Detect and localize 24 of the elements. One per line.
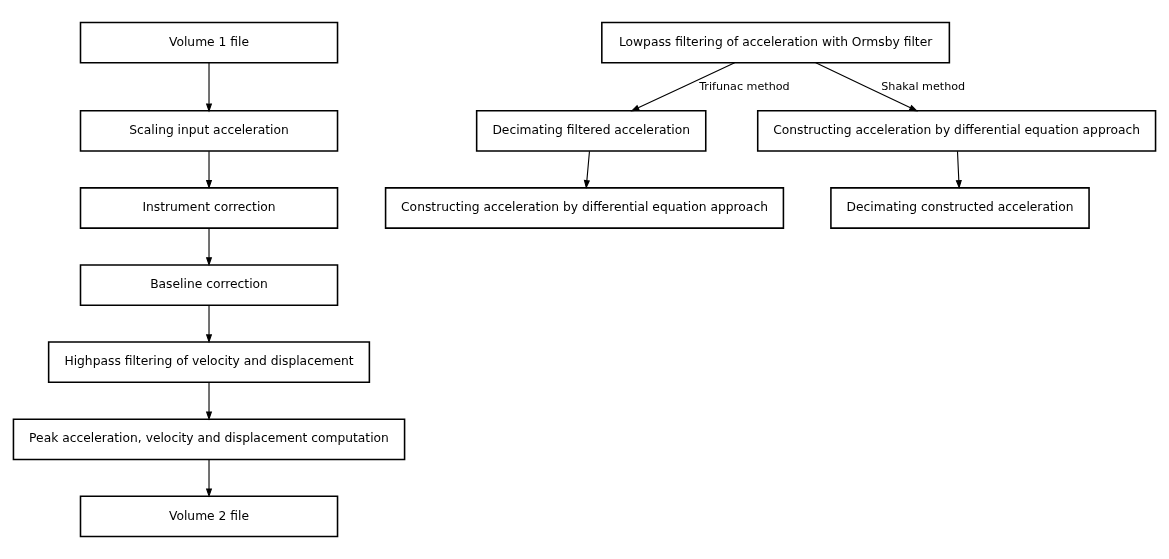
node-box: Lowpass filtering of acceleration with Ormsby filter: [601, 21, 951, 64]
arrow: [205, 304, 213, 344]
node-box: Volume 2 file: [79, 495, 339, 538]
arrow: [205, 150, 213, 190]
edge-label: Trifunac method: [699, 79, 790, 93]
node-box: Constructing acceleration by differential equation approach: [756, 109, 1157, 152]
arrow: [205, 382, 213, 421]
edge-label: Shakal method: [881, 79, 966, 93]
arrow: [955, 150, 962, 190]
arrow: [815, 62, 919, 112]
arrow: [205, 459, 213, 498]
node-box: Peak acceleration, velocity and displacement computation: [12, 418, 406, 461]
node-box: Constructing acceleration by differential equation approach: [384, 187, 785, 229]
arrow: [205, 227, 213, 267]
node-box: Highpass filtering of velocity and displacement: [47, 341, 371, 384]
arrow: [583, 150, 591, 190]
node-box: Scaling input acceleration: [79, 109, 339, 152]
node-box: Baseline correction: [79, 264, 339, 306]
node-box: Instrument correction: [79, 187, 339, 229]
node-box: Volume 1 file: [79, 21, 339, 64]
node-box: Decimating filtered acceleration: [475, 109, 707, 152]
node-box: Decimating constructed acceleration: [830, 187, 1090, 229]
arrow: [630, 62, 736, 112]
arrow: [205, 62, 213, 113]
